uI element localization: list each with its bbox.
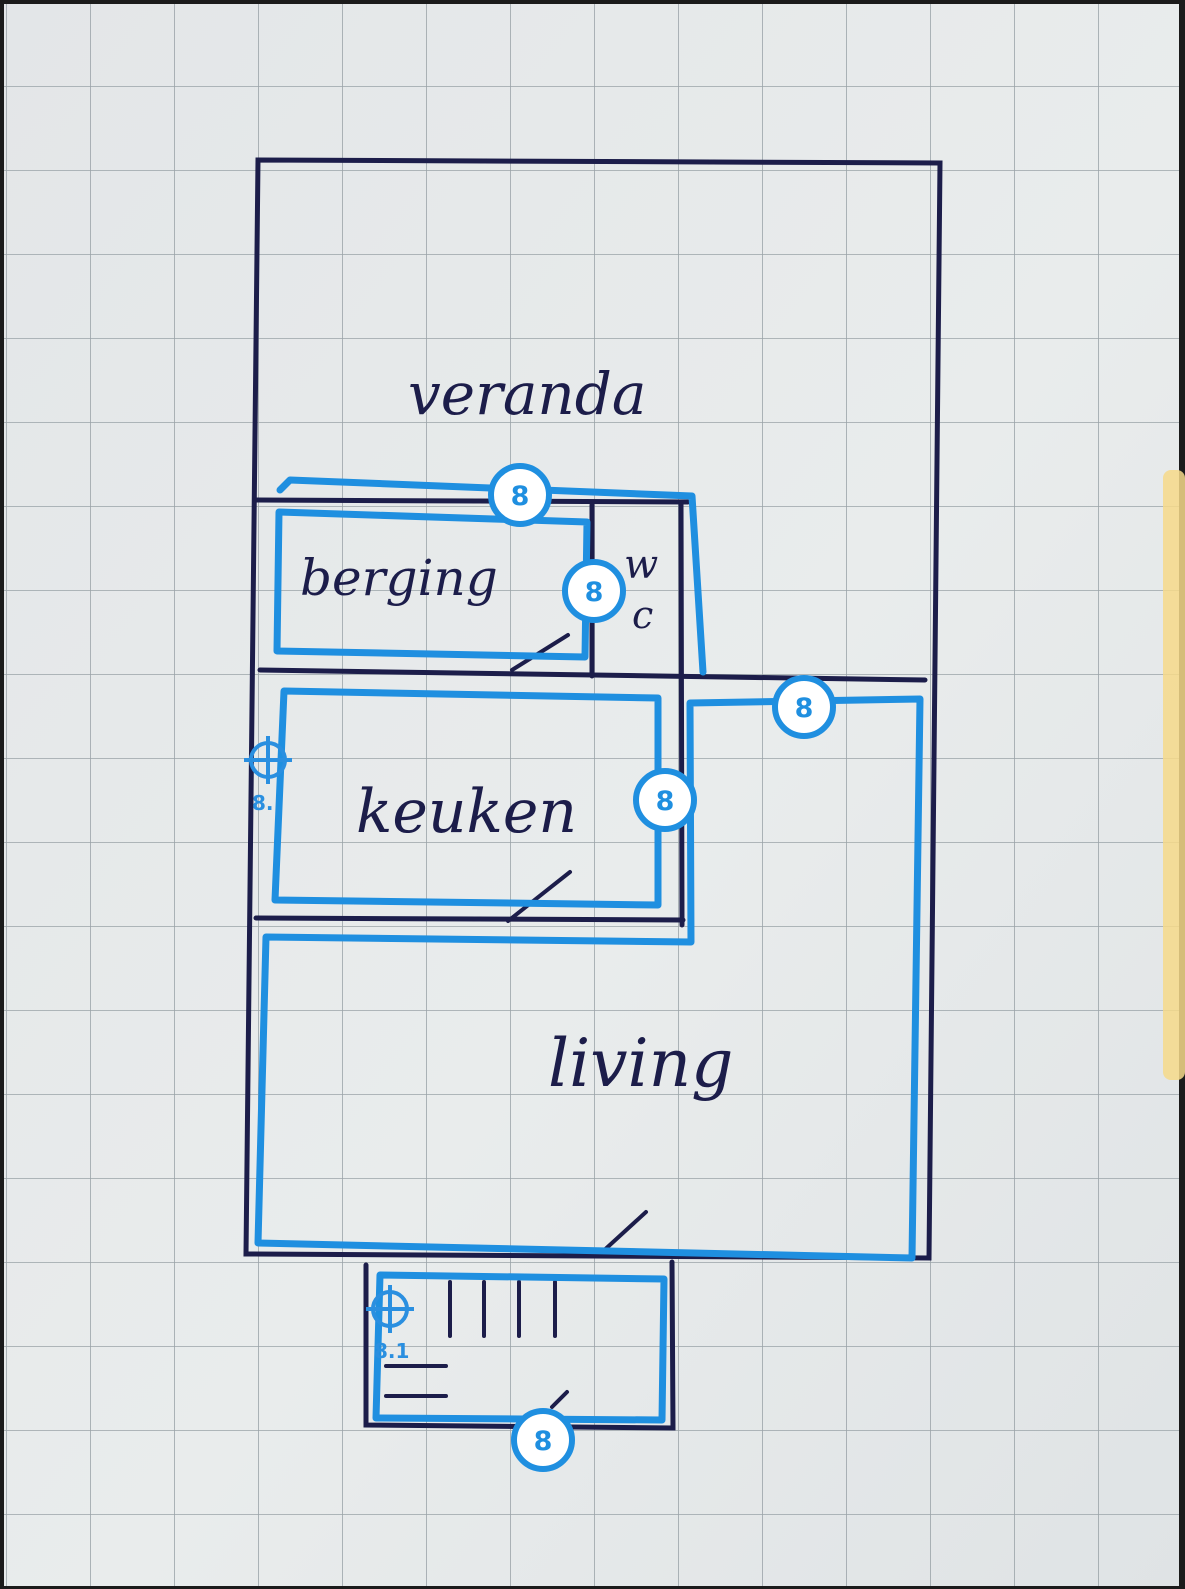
wall-keuken-bottom	[253, 915, 686, 923]
badge-veranda[interactable]: 8	[488, 463, 552, 527]
sticky-note-edge	[1163, 470, 1185, 1080]
wall-wc-right	[678, 499, 685, 928]
door-porch	[550, 1390, 569, 1409]
door-living	[598, 1210, 648, 1256]
badge-living[interactable]: 8	[772, 675, 836, 739]
room-label-living: living	[548, 1025, 733, 1102]
marker-keuken[interactable]	[244, 736, 292, 784]
badge-veranda-label: 8	[511, 481, 530, 512]
annotation-outline-keuken[interactable]	[271, 687, 662, 909]
room-label-berging: berging	[300, 549, 498, 607]
badge-berging[interactable]: 8	[562, 559, 626, 623]
room-label-wc-w: w	[624, 542, 658, 588]
wall-veranda-bottom	[253, 497, 691, 505]
badge-porch-label: 8	[534, 1426, 553, 1457]
room-label-keuken: keuken	[356, 777, 577, 847]
door-berging	[510, 633, 570, 672]
annotation-outline-berging[interactable]	[273, 508, 591, 661]
annotation-outline-porch[interactable]	[372, 1271, 668, 1424]
badge-berging-label: 8	[585, 577, 604, 608]
annotation-overlay	[254, 476, 924, 1424]
badge-keuken[interactable]: 8	[633, 768, 697, 832]
annotation-outline-living[interactable]	[254, 695, 924, 1262]
badge-keuken-label: 8	[656, 786, 675, 817]
door-keuken	[506, 870, 572, 923]
room-label-wc-c: c	[632, 593, 653, 637]
marker-keuken-label: 8.	[252, 791, 274, 815]
paper-grid	[4, 4, 1179, 1586]
marker-porch-label: 8.1	[374, 1339, 409, 1363]
marker-porch[interactable]	[366, 1285, 414, 1333]
room-label-veranda: veranda	[408, 360, 646, 428]
outer-wall	[243, 157, 943, 1261]
badge-living-label: 8	[795, 693, 814, 724]
badge-porch[interactable]: 8	[511, 1408, 575, 1472]
